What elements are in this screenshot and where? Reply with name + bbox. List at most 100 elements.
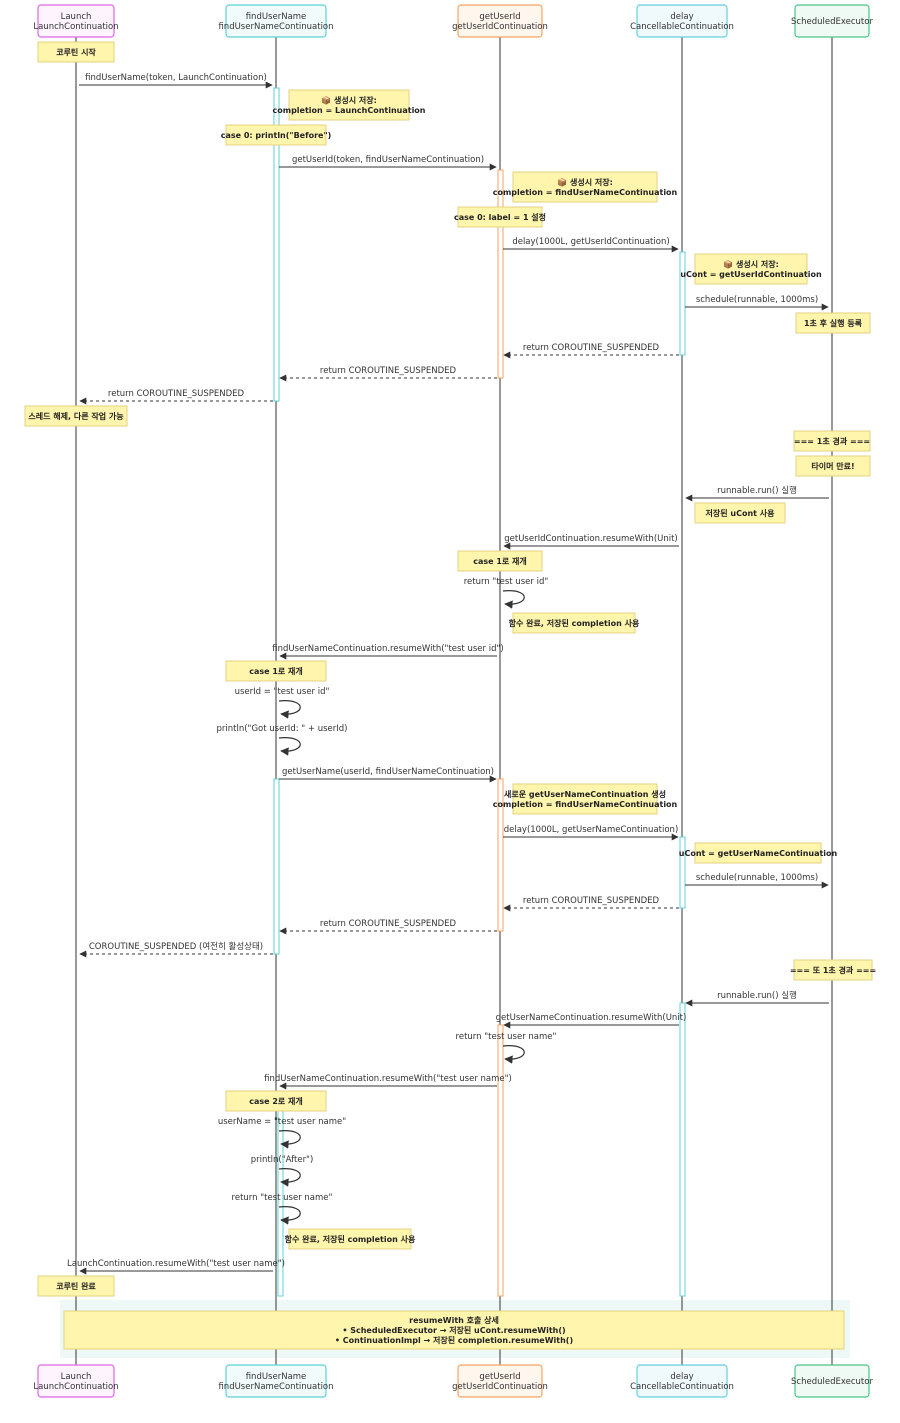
participant-label: findUserNameContinuation	[218, 22, 333, 32]
activation-bar	[679, 251, 686, 356]
note-text: completion = findUserNameContinuation	[493, 188, 678, 197]
note-text: 📦 생성시 저장:	[321, 95, 377, 105]
activation-bar	[497, 169, 504, 379]
note-17: === 또 1초 경과 ===	[790, 959, 876, 981]
participant-s-bottom: ScheduledExecutor	[791, 1364, 873, 1398]
activation-bar	[273, 87, 280, 402]
note-text: 타이머 만료!	[811, 461, 854, 471]
message-label: getUserId(token, findUserNameContinuatio…	[292, 155, 484, 165]
self-arrow	[278, 700, 301, 719]
self-arrow	[278, 737, 301, 756]
message-label: return COROUTINE_SUSPENDED	[523, 896, 660, 906]
message-label: delay(1000L, getUserIdContinuation)	[512, 237, 669, 247]
note-5: case 0: label = 1 설정	[454, 206, 546, 228]
participant-label: LaunchContinuation	[33, 1382, 118, 1392]
participant-label: ScheduledExecutor	[791, 1377, 873, 1387]
participant-label: CancellableContinuation	[630, 1382, 734, 1392]
message-label: println("Got userId: " + userId)	[217, 724, 348, 734]
note-text: 코루틴 시작	[56, 47, 96, 57]
self-arrow	[278, 1130, 301, 1149]
message-26: return "test user name"	[232, 1193, 333, 1225]
message-5: return COROUTINE_SUSPENDED	[503, 343, 679, 359]
message-label: return COROUTINE_SUSPENDED	[320, 366, 457, 376]
note-19: 함수 완료, 저장된 completion 사용	[285, 1228, 416, 1250]
note-text: 스레드 해제, 다른 작업 가능	[28, 411, 124, 421]
message-label: return "test user name"	[232, 1193, 333, 1203]
message-19: COROUTINE_SUSPENDED (여전히 활성상태)	[79, 941, 273, 958]
note-text: 📦 생성시 저장:	[723, 259, 779, 269]
participant-label: getUserIdContinuation	[452, 22, 548, 32]
note-21: resumeWith 호출 상세• ScheduledExecutor → 저장…	[63, 1310, 845, 1350]
message-label: schedule(runnable, 1000ms)	[696, 295, 818, 305]
message-label: findUserNameContinuation.resumeWith("tes…	[264, 1074, 512, 1084]
note-text: case 0: label = 1 설정	[454, 212, 546, 222]
note-text: • ScheduledExecutor → 저장된 uCont.resumeWi…	[342, 1325, 565, 1335]
message-3: delay(1000L, getUserIdContinuation)	[503, 237, 679, 253]
activation-bar	[679, 836, 686, 909]
note-6: 📦 생성시 저장:uCont = getUserIdContinuation	[680, 253, 822, 285]
note-1: 코루틴 시작	[37, 41, 115, 63]
message-22: return "test user name"	[456, 1032, 557, 1064]
message-10: return "test user id"	[464, 577, 548, 609]
note-9: === 1초 경과 ===	[793, 430, 871, 452]
participant-label: Launch	[61, 12, 92, 22]
message-label: COROUTINE_SUSPENDED (여전히 활성상태)	[89, 941, 263, 952]
message-label: findUserName(token, LaunchContinuation)	[85, 73, 267, 83]
activation-bar	[497, 1024, 504, 1297]
message-14: getUserName(userId, findUserNameContinua…	[279, 767, 497, 783]
message-27: LaunchContinuation.resumeWith("test user…	[67, 1259, 285, 1275]
self-arrow	[502, 1045, 525, 1064]
note-text: === 또 1초 경과 ===	[790, 965, 876, 975]
self-arrow	[502, 590, 525, 609]
participant-label: CancellableContinuation	[630, 22, 734, 32]
note-15: 새로운 getUserNameContinuation 생성completion…	[493, 783, 678, 815]
message-7: return COROUTINE_SUSPENDED	[79, 389, 273, 405]
message-label: println("After")	[251, 1155, 314, 1165]
message-label: return COROUTINE_SUSPENDED	[523, 343, 660, 353]
message-label: userName = "test user name"	[218, 1117, 346, 1127]
note-16: uCont = getUserNameContinuation	[679, 842, 838, 864]
note-14: case 1로 재개	[225, 660, 327, 682]
message-label: getUserName(userId, findUserNameContinua…	[282, 767, 494, 777]
self-arrow	[278, 1206, 301, 1225]
participant-label: findUserName	[246, 12, 307, 22]
message-23: findUserNameContinuation.resumeWith("tes…	[264, 1074, 512, 1090]
message-label: LaunchContinuation.resumeWith("test user…	[67, 1259, 285, 1269]
message-label: userId = "test user id"	[235, 687, 330, 697]
message-17: return COROUTINE_SUSPENDED	[503, 896, 679, 912]
participant-label: delay	[670, 1372, 693, 1382]
activation-bar	[497, 778, 504, 932]
message-24: userName = "test user name"	[218, 1117, 346, 1149]
participant-label: getUserId	[479, 1372, 520, 1382]
participant-s-top: ScheduledExecutor	[791, 4, 873, 38]
self-arrow	[278, 1168, 301, 1187]
note-text: completion = LaunchContinuation	[273, 106, 426, 115]
message-13: println("Got userId: " + userId)	[217, 724, 348, 756]
note-text: case 1로 재개	[249, 666, 303, 676]
note-text: case 0: println("Before")	[221, 131, 332, 140]
message-6: return COROUTINE_SUSPENDED	[279, 366, 497, 382]
note-text: case 1로 재개	[473, 556, 527, 566]
participant-label: findUserNameContinuation	[218, 1382, 333, 1392]
message-label: getUserNameContinuation.resumeWith(Unit)	[496, 1013, 687, 1023]
note-text: • ContinuationImpl → 저장된 completion.resu…	[335, 1335, 573, 1345]
message-8: runnable.run() 실행	[685, 485, 829, 502]
message-9: getUserIdContinuation.resumeWith(Unit)	[503, 534, 679, 550]
note-20: 코루틴 완료	[37, 1275, 115, 1297]
participant-label: getUserIdContinuation	[452, 1382, 548, 1392]
message-label: schedule(runnable, 1000ms)	[696, 873, 818, 883]
message-12: userId = "test user id"	[235, 687, 330, 719]
participant-label: getUserId	[479, 12, 520, 22]
message-label: runnable.run() 실행	[717, 485, 797, 496]
participant-label: findUserName	[246, 1372, 307, 1382]
note-text: 저장된 uCont 사용	[706, 508, 776, 518]
message-20: runnable.run() 실행	[685, 990, 829, 1007]
message-18: return COROUTINE_SUSPENDED	[279, 919, 497, 935]
